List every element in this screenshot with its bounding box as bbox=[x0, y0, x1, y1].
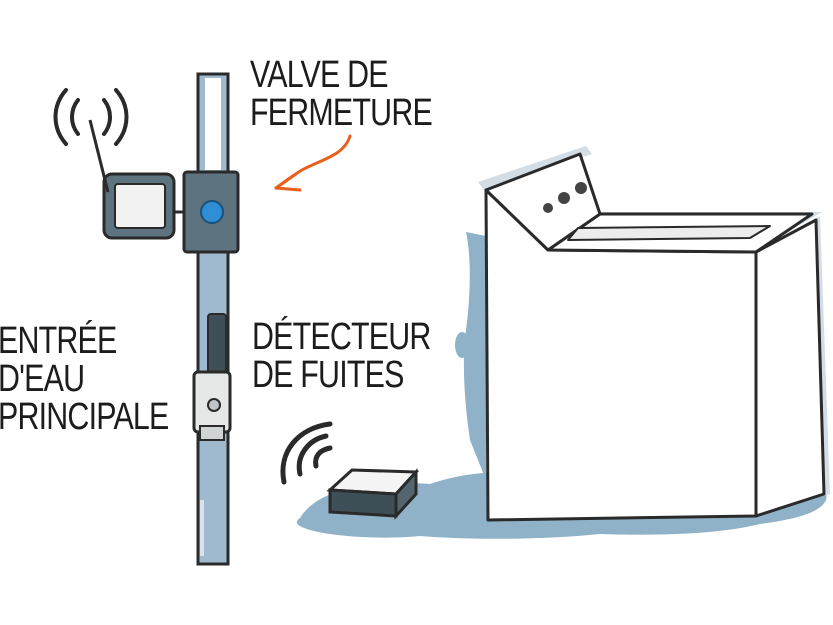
arrow-icon bbox=[274, 134, 352, 192]
shutoff-valve-label: VALVE DE FERMETURE bbox=[250, 54, 433, 134]
leak-sensor-probe bbox=[207, 313, 227, 377]
leak-detector-device bbox=[326, 468, 420, 520]
wireless-hub bbox=[88, 119, 176, 240]
leak-detector-label: DÉTECTEUR DE FUITES bbox=[252, 316, 431, 396]
main-water-inlet-label: ENTRÉE D'EAU PRINCIPALE bbox=[0, 320, 169, 438]
wifi-signal-icon bbox=[53, 88, 129, 146]
washing-machine bbox=[478, 146, 830, 522]
machine-front-panel bbox=[484, 152, 826, 522]
machine-control-knobs bbox=[543, 182, 587, 213]
shutoff-valve bbox=[168, 170, 240, 254]
wifi-signal-icon bbox=[280, 421, 333, 485]
water-pipe bbox=[196, 72, 230, 566]
valve-status-button bbox=[200, 200, 224, 224]
manual-valve bbox=[192, 370, 232, 441]
